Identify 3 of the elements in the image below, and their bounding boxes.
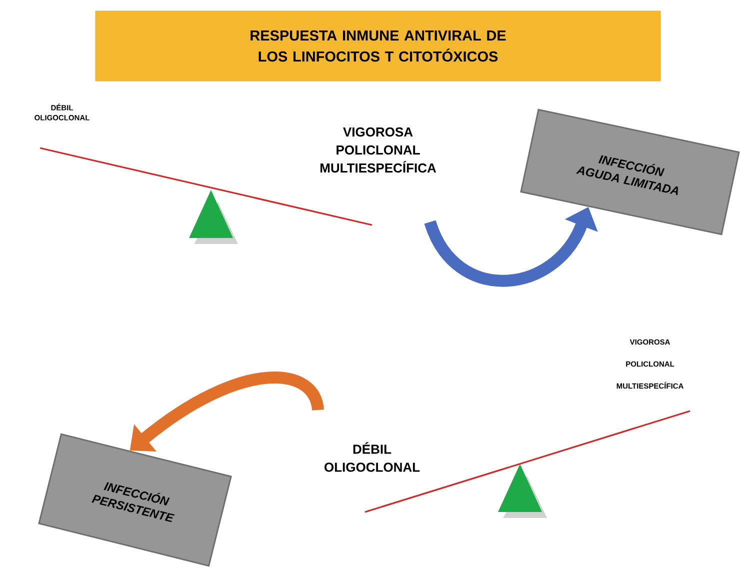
title-banner: RESPUESTA INMUNE ANTIVIRAL DE LOS LINFOCITOS T CITOTÓXICOS [95, 10, 661, 82]
level-label: VIGOROSA POLICLONAL MULTIESPECÍFICA [320, 127, 436, 173]
level-label: DÉBIL OLIGOCLONAL [324, 442, 420, 472]
